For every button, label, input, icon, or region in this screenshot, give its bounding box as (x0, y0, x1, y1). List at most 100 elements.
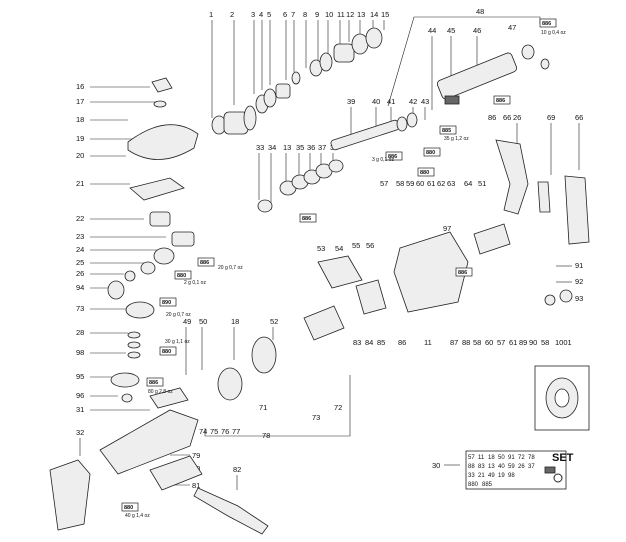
label-73b: 73 (312, 413, 320, 422)
tag: 886 (197, 257, 215, 267)
rings-column (257, 159, 344, 213)
label-43: 43 (421, 97, 429, 106)
tag: 880 (159, 346, 177, 356)
svg-text:886: 886 (388, 154, 397, 160)
set-cell-83: 83 (478, 464, 485, 470)
set-cell-59: 59 (508, 464, 515, 470)
label-89: 89 (519, 338, 527, 347)
weight: 40 g 1,4 oz (125, 513, 150, 519)
label-46: 46 (473, 26, 481, 35)
label-84: 84 (365, 338, 373, 347)
weight: 3 g 0,1 oz (372, 157, 394, 163)
left-label-column: 16 17 18 19 20 21 22 23 24 25 26 94 73 2… (76, 82, 166, 456)
label-18: 18 (76, 115, 84, 124)
label-39: 39 (347, 97, 355, 106)
label-25: 25 (76, 258, 84, 267)
label-52: 52 (270, 317, 278, 326)
weights: 10 g 0,4 oz 20 g 0,7 oz 3 g 0,1 oz 35 g … (125, 30, 566, 519)
set-cell-26: 26 (518, 464, 525, 470)
label-26: 26 (76, 269, 84, 278)
label-86: 86 (488, 113, 496, 122)
label-94: 94 (76, 283, 84, 292)
label-40: 40 (372, 97, 380, 106)
label-97: 97 (443, 224, 451, 233)
label-85: 85 (377, 338, 385, 347)
label-41: 41 (387, 97, 395, 106)
svg-text:885: 885 (442, 128, 451, 134)
label-19: 19 (76, 134, 84, 143)
label-14: 14 (370, 10, 378, 19)
label-21: 21 (76, 179, 84, 188)
set-cell-72: 72 (518, 455, 525, 461)
set-cell-33: 33 (468, 473, 475, 479)
set-cell-11: 11 (478, 455, 485, 461)
tag: 885 (439, 125, 457, 135)
label-91: 91 (575, 261, 583, 270)
label-78: 78 (262, 431, 270, 440)
label-82: 82 (233, 465, 241, 474)
label-28: 28 (76, 328, 84, 337)
label-51: 51 (478, 179, 486, 188)
svg-text:880: 880 (426, 150, 435, 156)
label-57: 57 (380, 179, 388, 188)
label-55: 55 (352, 241, 360, 250)
label-26b: 26 (513, 113, 521, 122)
label-48: 48 (476, 7, 484, 16)
label-87: 87 (450, 338, 458, 347)
label-6: 6 (283, 10, 287, 19)
label-95: 95 (76, 372, 84, 381)
label-61: 61 (427, 179, 435, 188)
tag: 880 (417, 167, 435, 177)
label-69: 69 (547, 113, 555, 122)
label-20: 20 (76, 151, 84, 160)
label-2: 2 (230, 10, 234, 19)
label-17: 17 (76, 97, 84, 106)
label-12: 12 (346, 10, 354, 19)
label-37: 37 (318, 143, 326, 152)
label-22: 22 (76, 214, 84, 223)
label-56: 56 (366, 241, 374, 250)
label-58b: 58 (473, 338, 481, 347)
label-23: 23 (76, 232, 84, 241)
label-90: 90 (529, 338, 537, 347)
set-cell-78: 78 (528, 455, 535, 461)
set-cell-885: 885 (482, 482, 493, 488)
label-72: 72 (334, 403, 342, 412)
label-73: 73 (76, 304, 84, 313)
tag: 880 (423, 147, 441, 157)
label-45: 45 (447, 26, 455, 35)
label-3: 3 (251, 10, 255, 19)
label-9: 9 (315, 10, 319, 19)
label-10: 10 (325, 10, 333, 19)
label-7: 7 (291, 10, 295, 19)
set-row-1: 57 (468, 455, 475, 461)
weight: 35 g 1,2 oz (444, 136, 469, 142)
label-16: 16 (76, 82, 84, 91)
label-1001: 1001 (555, 338, 572, 347)
tag: 886 (539, 18, 557, 28)
label-53: 53 (317, 244, 325, 253)
chuck-assembly (211, 27, 383, 135)
label-61b: 61 (509, 338, 517, 347)
weight: 20 g 0,7 oz (166, 312, 191, 318)
label-71: 71 (259, 403, 267, 412)
tag: 886 (455, 267, 473, 277)
svg-text:886: 886 (302, 216, 311, 222)
label-58: 58 (396, 179, 404, 188)
set-cell-40: 40 (498, 464, 505, 470)
weight: 2 g 0,1 oz (184, 280, 206, 286)
housing-and-handles (49, 139, 590, 535)
label-8: 8 (303, 10, 307, 19)
svg-text:880: 880 (420, 170, 429, 176)
label-64: 64 (464, 179, 472, 188)
svg-text:886: 886 (200, 260, 209, 266)
label-32: 32 (76, 428, 84, 437)
svg-text:880: 880 (177, 273, 186, 279)
weight: 80 g 2,8 oz (148, 389, 173, 395)
label-47: 47 (508, 23, 516, 32)
tag: 880 (174, 270, 192, 280)
label-34: 34 (268, 143, 276, 152)
label-54: 54 (335, 244, 343, 253)
label-77: 77 (232, 427, 240, 436)
tag: 886 (493, 95, 511, 105)
